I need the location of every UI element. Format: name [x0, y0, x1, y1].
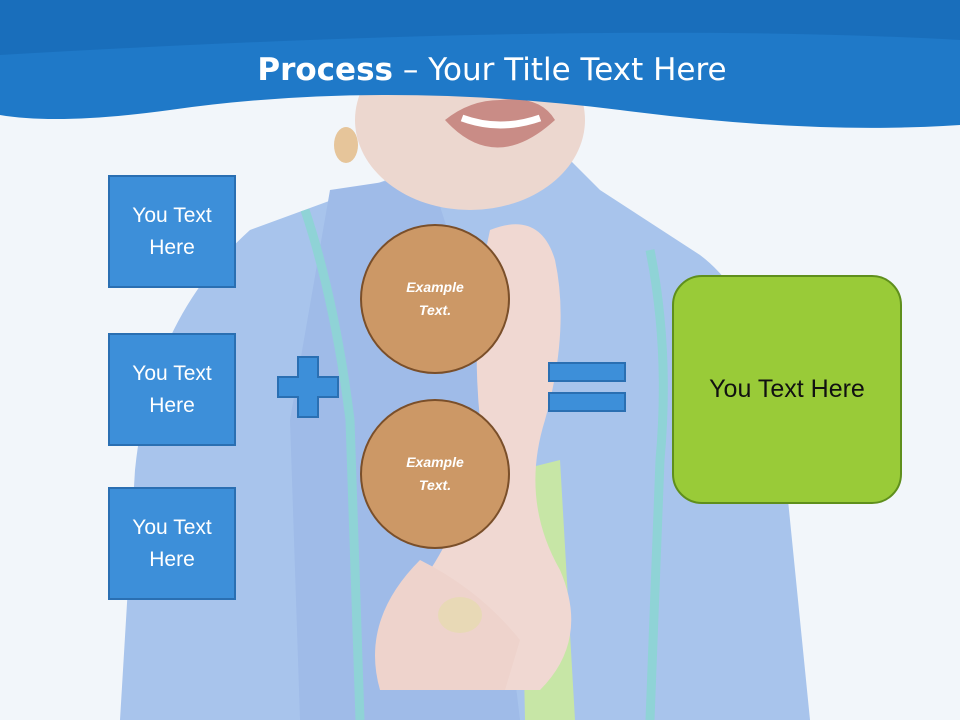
text-box-3[interactable]: You Text Here — [108, 487, 236, 600]
text-box-1[interactable]: You Text Here — [108, 175, 236, 288]
example-circle-1[interactable]: Example Text. — [360, 224, 510, 374]
equals-bar-bottom — [548, 392, 626, 412]
text-box-2[interactable]: You Text Here — [108, 333, 236, 446]
title-rest: – Your Title Text Here — [393, 52, 727, 88]
title-bold: Process — [257, 52, 393, 88]
slide-title: Process – Your Title Text Here — [0, 52, 960, 88]
result-box[interactable]: You Text Here — [672, 275, 902, 504]
plus-icon — [277, 356, 339, 418]
equals-bar-top — [548, 362, 626, 382]
example-circle-2[interactable]: Example Text. — [360, 399, 510, 549]
